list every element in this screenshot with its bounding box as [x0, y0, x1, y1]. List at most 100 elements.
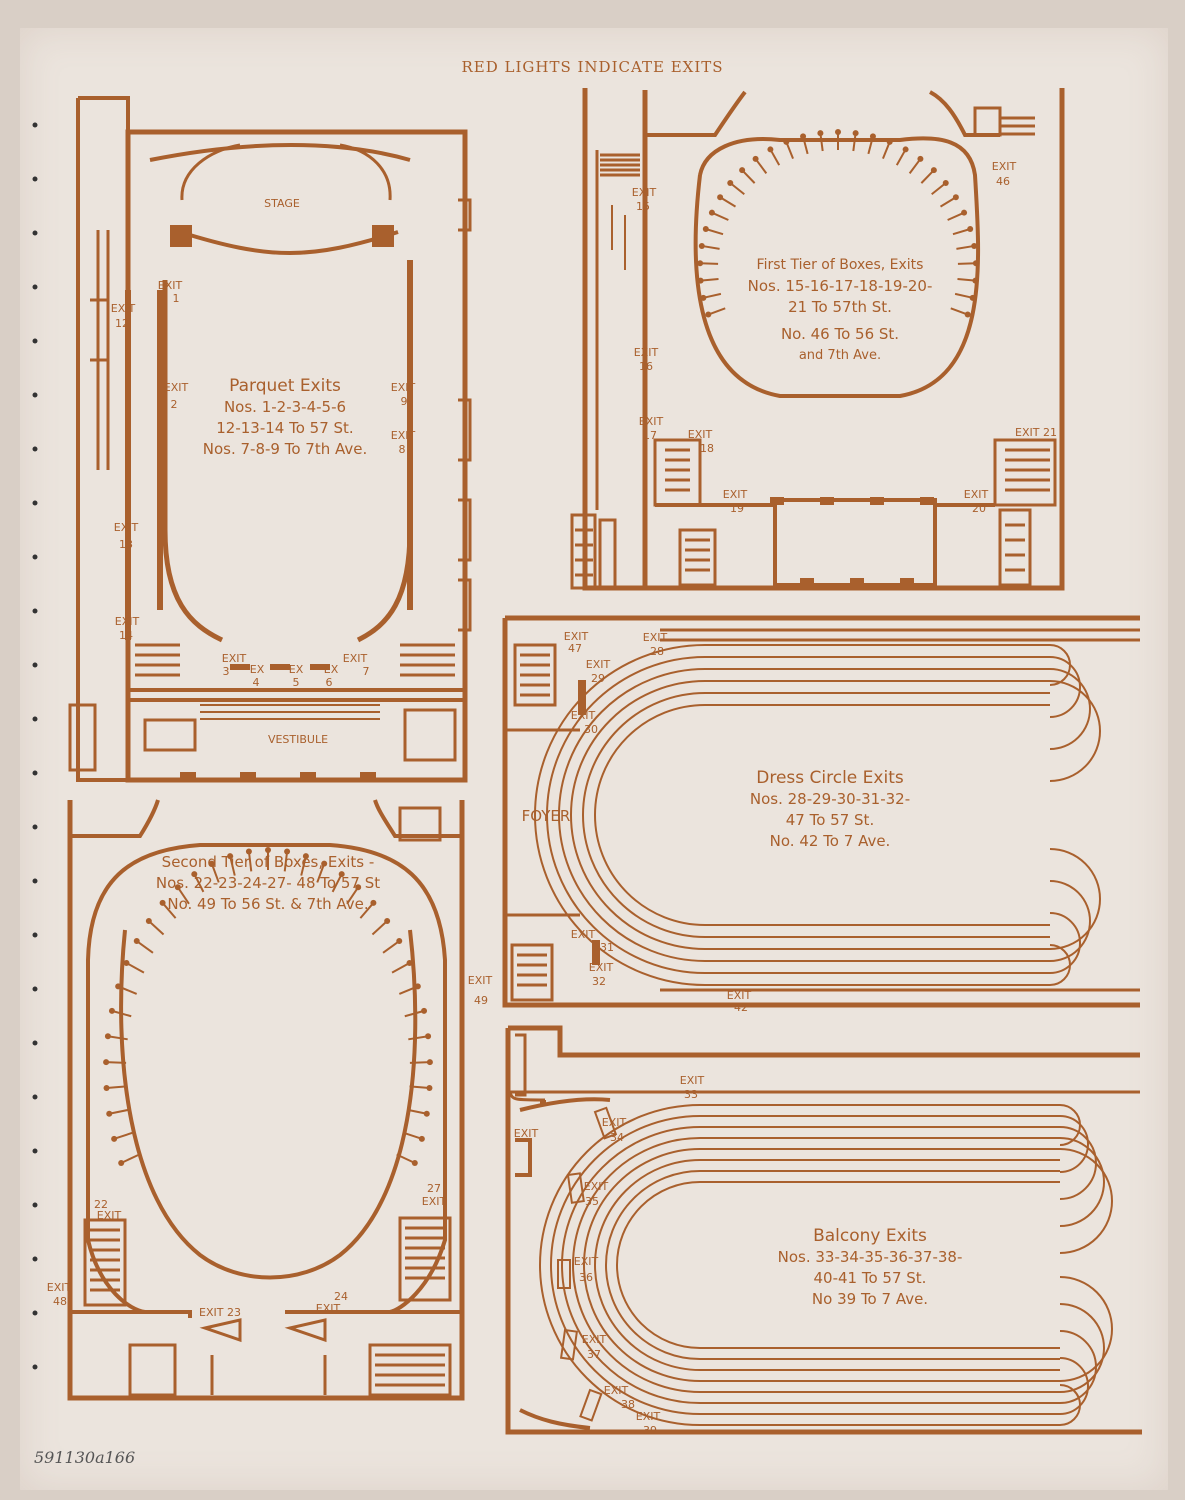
perforation-marks	[32, 122, 38, 1370]
box-partition	[193, 873, 205, 893]
box-light	[783, 138, 790, 145]
box-light	[396, 938, 403, 945]
box-partition	[148, 920, 165, 936]
exit-word: EXIT	[47, 1281, 72, 1294]
box-light	[739, 167, 746, 174]
exit-word: EXIT	[964, 488, 989, 501]
first-tier-line2: 21 To 57th St.	[788, 298, 892, 316]
box-light	[208, 860, 215, 867]
balcony-title: Balcony Exits	[813, 1226, 927, 1246]
box-light	[708, 209, 715, 216]
perforation	[32, 1148, 38, 1154]
box-light	[702, 225, 709, 232]
seating-row	[539, 1104, 1060, 1426]
perforation	[32, 500, 38, 506]
seating-row	[616, 1181, 1060, 1349]
exit-word: EXIT	[564, 630, 589, 643]
perforation	[32, 986, 38, 992]
balcony-line1: Nos. 33-34-35-36-37-38-	[777, 1248, 963, 1266]
box-light	[917, 155, 924, 162]
box-light	[952, 194, 959, 201]
box-partition	[895, 148, 907, 166]
balcony-line3: No 39 To 7 Ave.	[811, 1290, 929, 1308]
box-partition	[703, 292, 722, 299]
exit-word: EXIT	[634, 346, 659, 359]
box-light	[284, 848, 291, 855]
exit-15-label: 15	[636, 200, 650, 213]
box-partition	[247, 851, 253, 872]
box-light	[302, 853, 309, 860]
seating-row-end	[1049, 880, 1091, 962]
seating-row-end	[1049, 848, 1101, 950]
box-partition	[396, 1153, 416, 1164]
box-light	[869, 133, 876, 140]
box-partition	[125, 962, 145, 974]
seating-row	[546, 656, 1050, 974]
first-tier-box-partitions	[697, 129, 979, 318]
box-partition	[111, 1009, 132, 1018]
box-partition	[819, 132, 824, 152]
perforation	[32, 1310, 38, 1316]
dress-circle-title: Dress Circle Exits	[756, 768, 904, 788]
exit-36-label: 36	[579, 1271, 593, 1284]
seating-row	[572, 1137, 1060, 1393]
perforation	[32, 770, 38, 776]
box-partition	[920, 169, 935, 184]
exit-word: EXIT	[643, 631, 668, 644]
perforation	[32, 662, 38, 668]
second-tier-plan	[67, 799, 465, 1401]
exit-16-label: 16	[639, 360, 653, 373]
first-tier-line3: No. 46 To 56 St.	[780, 325, 900, 343]
exit-gate	[593, 1106, 618, 1140]
box-light	[104, 1033, 111, 1040]
exit-30-label: 30	[584, 723, 598, 736]
box-partition	[852, 132, 857, 152]
exit-6-label: 6	[326, 676, 333, 689]
box-partition	[359, 902, 375, 919]
parquet-title: Parquet Exits	[229, 376, 341, 396]
box-partition	[947, 211, 965, 221]
exit-word: EXIT	[391, 381, 416, 394]
exit-word: EXIT	[316, 1302, 341, 1315]
box-light	[174, 884, 181, 891]
box-light	[123, 959, 130, 966]
seating-row-end	[1059, 1357, 1089, 1415]
perforation	[32, 284, 38, 290]
box-partition	[382, 940, 400, 954]
exit-18-label: 18	[700, 442, 714, 455]
parquet-line2: 12-13-14 To 57 St.	[216, 419, 354, 437]
box-light	[159, 899, 166, 906]
box-light	[321, 860, 328, 867]
box-partition	[300, 855, 307, 876]
box-light	[942, 180, 949, 187]
exit-31-label: 31	[600, 941, 614, 954]
box-light	[852, 130, 859, 137]
ex-label: EX	[324, 663, 339, 676]
exit-word: EXIT	[422, 1195, 447, 1208]
dress-circle-line3: No. 42 To 7 Ave.	[769, 832, 891, 850]
seating-row-end	[1059, 1115, 1089, 1173]
exit-24-label: 24	[334, 1290, 348, 1303]
box-partition	[283, 851, 289, 872]
box-light	[108, 1007, 115, 1014]
seating-row	[558, 668, 1050, 962]
exit-word: EXIT	[586, 658, 611, 671]
box-light	[245, 848, 252, 855]
exit-37-label: 37	[587, 1348, 601, 1361]
vestibule-label: VESTIBULE	[268, 733, 328, 746]
exit-46-label: 46	[996, 175, 1010, 188]
exit-word: EXIT	[391, 429, 416, 442]
exit-17-label: 17	[643, 429, 657, 442]
box-light	[700, 294, 707, 301]
box-light	[972, 260, 979, 267]
box-light	[426, 1085, 433, 1092]
seating-row	[550, 1115, 1060, 1415]
ex-label: EX	[289, 663, 304, 676]
exit-word: EXIT	[97, 1209, 122, 1222]
first-tier-title: First Tier of Boxes, Exits	[756, 257, 924, 273]
perforation	[32, 392, 38, 398]
second-tier-caption: Second Tier of Boxes, Exits - Nos. 22-23…	[128, 852, 408, 915]
box-partition	[409, 1085, 430, 1090]
seating-row	[561, 1126, 1060, 1404]
